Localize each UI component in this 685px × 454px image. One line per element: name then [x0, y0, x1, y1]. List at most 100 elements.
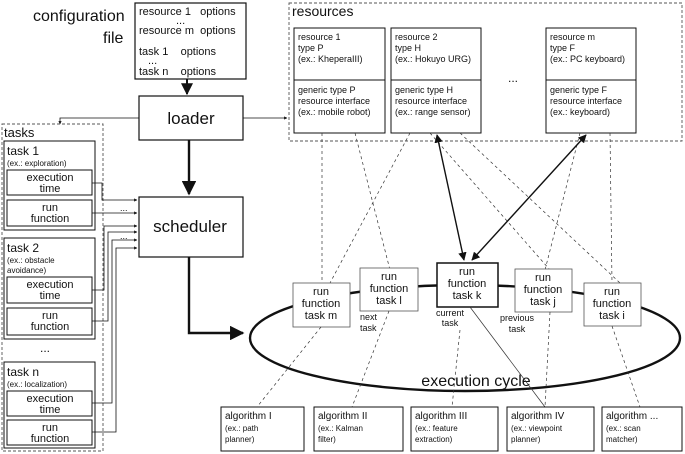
execution-time-label: time [40, 404, 61, 416]
task-name: task n [7, 365, 39, 379]
cycle-box-line: function [593, 298, 632, 310]
cycle-box-line: function [302, 298, 341, 310]
scheduler-to-cycle-arrow [187, 257, 245, 341]
cycle-task-box: run function task i [583, 282, 642, 327]
algorithm-box [313, 406, 404, 452]
resources-ellipsis: ... [508, 71, 518, 85]
cycle-box-line: function [370, 283, 409, 295]
algorithm-box [220, 406, 305, 452]
run-function-box [6, 199, 93, 227]
cycle-box-line: run [381, 271, 397, 283]
cycle-task-box: run function task m [292, 282, 351, 328]
algorithm-desc: (ex.: path [225, 424, 258, 433]
algorithm-desc: (ex.: feature [415, 424, 458, 433]
config-line: task n options [139, 66, 217, 78]
resource-m-access-arrow [471, 134, 587, 261]
next-task-label: task [360, 323, 377, 333]
algorithm-desc: planner) [225, 435, 255, 444]
run-function-box [6, 419, 93, 446]
run-function-task-box [436, 262, 499, 308]
cycle-box-line: run [459, 266, 475, 278]
run-function-label: run [42, 202, 58, 214]
algorithm-desc: (ex.: viewpoint [511, 424, 563, 433]
resources-title: resources [292, 3, 353, 19]
algorithm-name: algorithm I [225, 411, 272, 422]
loader-module: loader [138, 95, 244, 141]
cycle-task-box: run function task j [514, 268, 573, 313]
algorithm-desc: filter) [318, 435, 336, 444]
resource-name: resource 2 [395, 32, 438, 42]
algorithm-desc: planner) [511, 435, 541, 444]
config-title: configuration [33, 8, 125, 25]
connector-ellipses: ... ... [120, 203, 128, 241]
task-algorithm-links [256, 306, 641, 408]
algorithm-card: algorithm II (ex.: Kalman filter) [313, 406, 404, 452]
loader-to-tasks-arrow [58, 117, 139, 125]
algorithm-card: algorithm I (ex.: path planner) [220, 406, 305, 452]
task-card: task 1 (ex.: exploration) execution time… [3, 140, 96, 231]
next-task-label: next [360, 312, 378, 322]
cycle-box-line: task i [599, 310, 625, 322]
execution-time-label: execution [26, 279, 73, 291]
previous-task-label: task [509, 324, 526, 334]
resource-card: resource 1 type P (ex.: KheperaIII) gene… [293, 27, 386, 134]
cycle-task-box: run function task l [359, 267, 419, 312]
algorithms-row: algorithm I (ex.: path planner) algorith… [220, 406, 683, 452]
algorithm-name: algorithm III [415, 411, 467, 422]
algorithm-box [506, 406, 595, 452]
task-example: avoidance) [7, 266, 46, 275]
cycle-box-line: task j [530, 296, 556, 308]
task-example: (ex.: exploration) [7, 159, 67, 168]
config-line: task 1 options [139, 46, 217, 58]
execution-time-label: time [40, 183, 61, 195]
resource-card: resource m type F (ex.: PC keyboard) gen… [545, 27, 637, 134]
cycle-task-box-current: run function task k [436, 262, 499, 308]
config-line: resource m options [139, 25, 236, 37]
resource-interface: resource interface [395, 96, 467, 106]
scheduler-module: scheduler [138, 196, 244, 258]
resource-task-links [321, 132, 621, 284]
resources-panel: resources resource 1 type P (ex.: Kheper… [288, 2, 683, 142]
resource-interface: resource interface [298, 96, 370, 106]
resource-name: resource m [550, 32, 595, 42]
task-example: (ex.: localization) [7, 380, 67, 389]
algorithm-name: algorithm IV [511, 411, 565, 422]
tasks-title: tasks [4, 125, 35, 140]
execution-cycle-label: execution cycle [421, 373, 530, 390]
resource-type: type F [550, 43, 576, 53]
run-function-label: function [31, 433, 70, 445]
svg-text:...: ... [120, 203, 128, 213]
algorithm-name: algorithm ... [606, 411, 658, 422]
resource-interface: generic type P [298, 85, 356, 95]
execution-time-label: execution [26, 172, 73, 184]
cycle-box-line: task l [376, 295, 402, 307]
config-ellipsis: ... [148, 55, 157, 67]
resource-interface: resource interface [550, 96, 622, 106]
execution-time-label: execution [26, 393, 73, 405]
config-box [134, 2, 247, 80]
cycle-box-line: run [604, 286, 620, 298]
cycle-box-line: function [448, 278, 487, 290]
cycle-box-line: task k [453, 290, 482, 302]
task-card: task n (ex.: localization) execution tim… [3, 361, 96, 449]
run-function-label: function [31, 213, 70, 225]
algorithm-card: algorithm ... (ex.: scan matcher) [601, 406, 683, 452]
resource-card: resource 2 type H (ex.: Hokuyo URG) gene… [390, 27, 482, 134]
current-task-label: task [442, 318, 459, 328]
tasks-container [1, 123, 104, 452]
run-function-label: function [31, 321, 70, 333]
configuration-file: configuration file resource 1 options ..… [33, 2, 247, 80]
algorithm-desc: (ex.: Kalman [318, 424, 363, 433]
resource-type: type H [395, 43, 421, 53]
scheduler-label: scheduler [153, 217, 227, 236]
run-function-label: run [42, 310, 58, 322]
run-function-task-box [359, 267, 419, 312]
resource-type: type P [298, 43, 324, 53]
loader-label: loader [167, 109, 215, 128]
resource-2-access-arrow [434, 134, 467, 261]
previous-task-label: previous [500, 313, 535, 323]
run-function-task-box [292, 282, 351, 328]
task-card: task 2 (ex.: obstacle avoidance) executi… [3, 237, 96, 340]
resource-example: (ex.: KheperaIII) [298, 54, 363, 64]
task-name: task 2 [7, 241, 39, 255]
